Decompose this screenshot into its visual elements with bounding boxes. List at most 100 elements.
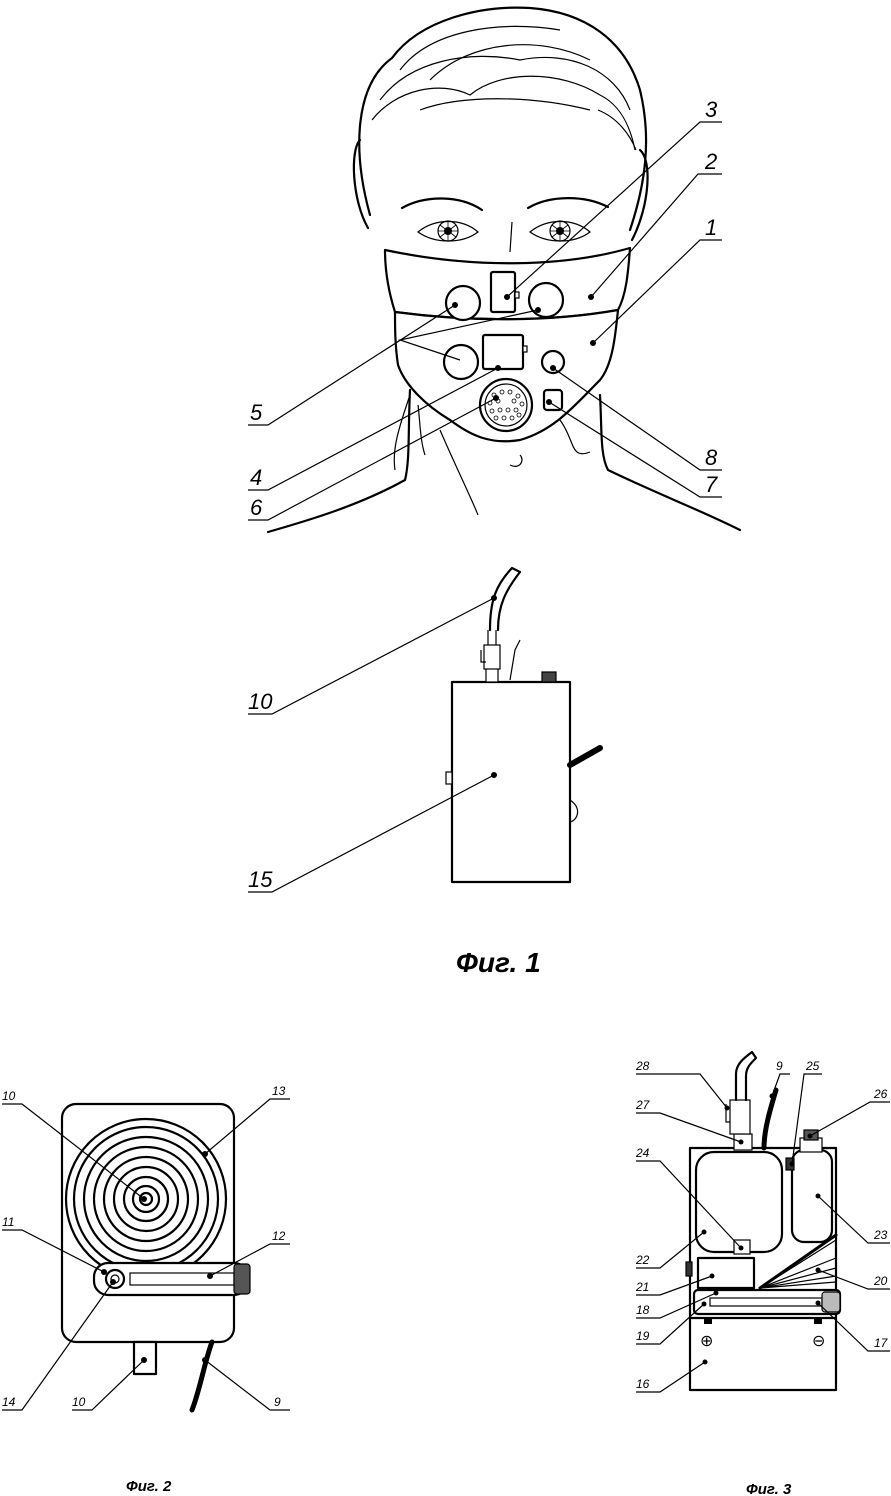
fig2-cable-9 (189, 1339, 215, 1413)
ear-left (352, 138, 370, 230)
leader-f3-20 (817, 1269, 890, 1290)
fig2-knurled-knob (233, 1263, 251, 1295)
filter-valve-left-lower (442, 343, 480, 381)
eye-right (529, 220, 591, 242)
hair-line-5 (399, 25, 561, 71)
leader-f3-28 (636, 1073, 728, 1109)
label-f3-18: 18 (636, 1303, 650, 1317)
control-unit (481, 333, 525, 371)
sensor-unit-upper (489, 270, 517, 314)
neck-line-2 (417, 404, 426, 456)
leader-f3-17 (817, 1302, 890, 1352)
label-2: 2 (704, 149, 717, 174)
leader-f2-11 (2, 1229, 105, 1273)
label-f3-21: 21 (635, 1280, 649, 1294)
fig3-battery-clip-left (704, 1318, 712, 1324)
fig3-tube (734, 1050, 758, 1102)
unit-15-valve-lever (480, 650, 486, 663)
leader-f3-18 (636, 1292, 717, 1319)
indicator-8 (540, 349, 566, 375)
label-f3-20: 20 (873, 1274, 888, 1288)
sensor-tab-upper (514, 291, 520, 299)
figure-1-belt-unit: 10 15 Фиг. 1 (248, 566, 603, 978)
unit-15-wire (509, 639, 521, 681)
label-f3-28: 28 (635, 1059, 650, 1073)
fig3-heater-21 (696, 1256, 756, 1290)
leader-f3-9 (771, 1073, 790, 1097)
label-f3-23: 23 (873, 1228, 888, 1242)
leader-f3-26 (809, 1101, 890, 1137)
label-6: 6 (250, 495, 263, 520)
leader-f3-27 (636, 1112, 742, 1143)
leader-10 (248, 597, 495, 715)
fig3-battery-clip-right (814, 1318, 822, 1324)
leader-3 (506, 121, 722, 298)
label-10: 10 (248, 689, 273, 714)
label-7: 7 (705, 472, 718, 497)
fig3-tank-22 (694, 1150, 784, 1254)
label-f3-17: 17 (874, 1336, 889, 1350)
label-f2-10a: 10 (2, 1089, 16, 1103)
hair-line-3 (419, 98, 591, 111)
eye-left (417, 220, 479, 242)
leader-f2-14 (2, 1281, 114, 1411)
label-15: 15 (248, 867, 273, 892)
eyebrow-left (400, 197, 484, 212)
hair-line-2 (379, 55, 631, 111)
nose-line (509, 221, 513, 253)
leader-f2-13 (204, 1098, 290, 1155)
hair-line-1 (371, 75, 636, 151)
label-f2-14: 14 (2, 1395, 16, 1409)
fig3-valve-28 (729, 1099, 751, 1135)
leader-2 (590, 173, 722, 298)
leader-7 (548, 401, 722, 498)
leader-1 (592, 239, 722, 344)
fig3-bottle-23 (790, 1148, 834, 1244)
unit-15-body (450, 680, 572, 884)
caption-fig-3: Фиг. 3 (746, 1481, 792, 1496)
leader-15 (248, 774, 495, 893)
figure-2: 10 13 11 12 14 10 9 Фиг. 2 (2, 1084, 290, 1495)
speaker-grill (478, 377, 534, 433)
leader-f3-23 (817, 1195, 890, 1244)
leader-5 (248, 304, 539, 426)
neck-left (266, 388, 412, 534)
tube-line (559, 419, 591, 455)
leader-f3-25 (791, 1073, 822, 1165)
hair-line-4 (429, 44, 591, 81)
unit-15-side-tab (445, 771, 453, 785)
label-3: 3 (705, 97, 718, 122)
fig3-minus-terminal: ⊖ (812, 1333, 825, 1350)
tube-10 (488, 566, 522, 632)
fig3-cable-9 (761, 1087, 779, 1151)
leader-f2-10b (72, 1359, 145, 1411)
button-7 (542, 388, 564, 412)
leader-f3-19 (636, 1303, 705, 1345)
caption-fig-1: Фиг. 1 (456, 947, 541, 978)
label-1: 1 (705, 215, 717, 240)
figure-1-head: 3 2 1 5 8 4 7 6 (248, 6, 742, 534)
unit-15-neck (485, 667, 499, 683)
leader-4 (248, 367, 499, 491)
eyebrow-right (526, 197, 610, 210)
unit-15-clip-loop (569, 799, 579, 823)
label-f3-22: 22 (635, 1253, 650, 1267)
leader-8 (552, 367, 722, 471)
chin-line (509, 454, 523, 467)
ear-right (630, 148, 649, 242)
unit-15-valve-stem (487, 630, 497, 645)
label-f3-9: 9 (776, 1059, 783, 1073)
hair-line-6 (597, 109, 637, 151)
neck-line-left (439, 429, 479, 516)
label-5: 5 (250, 400, 263, 425)
label-f2-13: 13 (272, 1084, 286, 1098)
label-8: 8 (705, 445, 718, 470)
leader-f2-9 (204, 1359, 290, 1411)
leader-f3-24 (636, 1160, 742, 1249)
leader-f3-22 (636, 1231, 705, 1269)
neck-line-3 (393, 394, 411, 471)
caption-fig-2: Фиг. 2 (126, 1478, 172, 1495)
hair-outline (358, 6, 648, 232)
filter-valve-right-upper (527, 281, 565, 319)
unit-15-valve (483, 644, 501, 670)
